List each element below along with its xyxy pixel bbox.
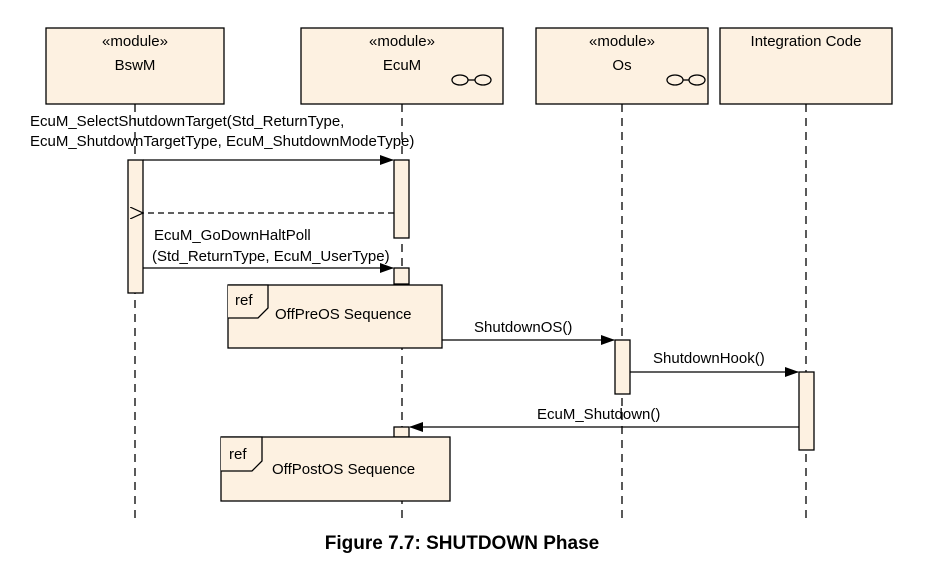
message-go-down-halt-poll: EcuM_GoDownHaltPoll (Std_ReturnType, Ecu… — [143, 227, 394, 273]
message-label: EcuM_Shutdown() — [537, 406, 660, 423]
message-ecum-shutdown: EcuM_Shutdown() — [409, 406, 799, 432]
activations — [127, 159, 815, 451]
message-shutdown-hook: ShutdownHook() — [630, 350, 799, 377]
message-label: EcuM_ShutdownTargetType, EcuM_ShutdownMo… — [30, 133, 414, 150]
subsystem-icon — [451, 74, 492, 86]
ecum-activation-3 — [393, 426, 410, 438]
message-label: ShutdownOS() — [474, 319, 572, 336]
ref-tag-frame — [221, 436, 263, 472]
message-label: ShutdownHook() — [653, 350, 765, 367]
lifeline-integration-code: Integration Code — [719, 27, 893, 105]
ref-label: OffPreOS Sequence — [275, 306, 411, 323]
lifeline-stereotype: «module» — [102, 33, 168, 50]
subsystem-icon — [666, 74, 706, 86]
lifeline-ecum: «module» EcuM — [300, 27, 504, 105]
message-label: EcuM_SelectShutdownTarget(Std_ReturnType… — [30, 113, 344, 130]
ecum-activation-1 — [393, 159, 410, 239]
ref-tag-frame — [228, 284, 269, 319]
lifeline-stereotype: «module» — [369, 33, 435, 50]
ref-tag: ref — [235, 292, 253, 309]
os-activation — [614, 339, 631, 395]
message-shutdown-os: ShutdownOS() — [442, 319, 615, 345]
lifeline-bswm: «module» BswM — [45, 27, 225, 105]
message-select-shutdown-target: EcuM_SelectShutdownTarget(Std_ReturnType… — [30, 113, 414, 165]
ecum-activation-2 — [393, 267, 410, 285]
lifeline-name: Os — [612, 57, 631, 74]
lifeline-name: Integration Code — [751, 33, 862, 50]
figure-caption: Figure 7.7: SHUTDOWN Phase — [325, 533, 600, 554]
ref-offpreos: ref OffPreOS Sequence — [227, 284, 443, 349]
lifeline-name: BswM — [115, 57, 156, 74]
lifeline-stereotype: «module» — [589, 33, 655, 50]
bswm-activation — [127, 159, 144, 294]
lifeline-name: EcuM — [383, 57, 421, 74]
ref-label: OffPostOS Sequence — [272, 461, 415, 478]
ref-offpostos: ref OffPostOS Sequence — [220, 436, 451, 502]
integration-activation — [798, 371, 815, 451]
ref-tag: ref — [229, 446, 247, 463]
lifeline-os: «module» Os — [535, 27, 709, 105]
message-label: EcuM_GoDownHaltPoll — [154, 227, 311, 244]
message-label: (Std_ReturnType, EcuM_UserType) — [152, 248, 390, 265]
